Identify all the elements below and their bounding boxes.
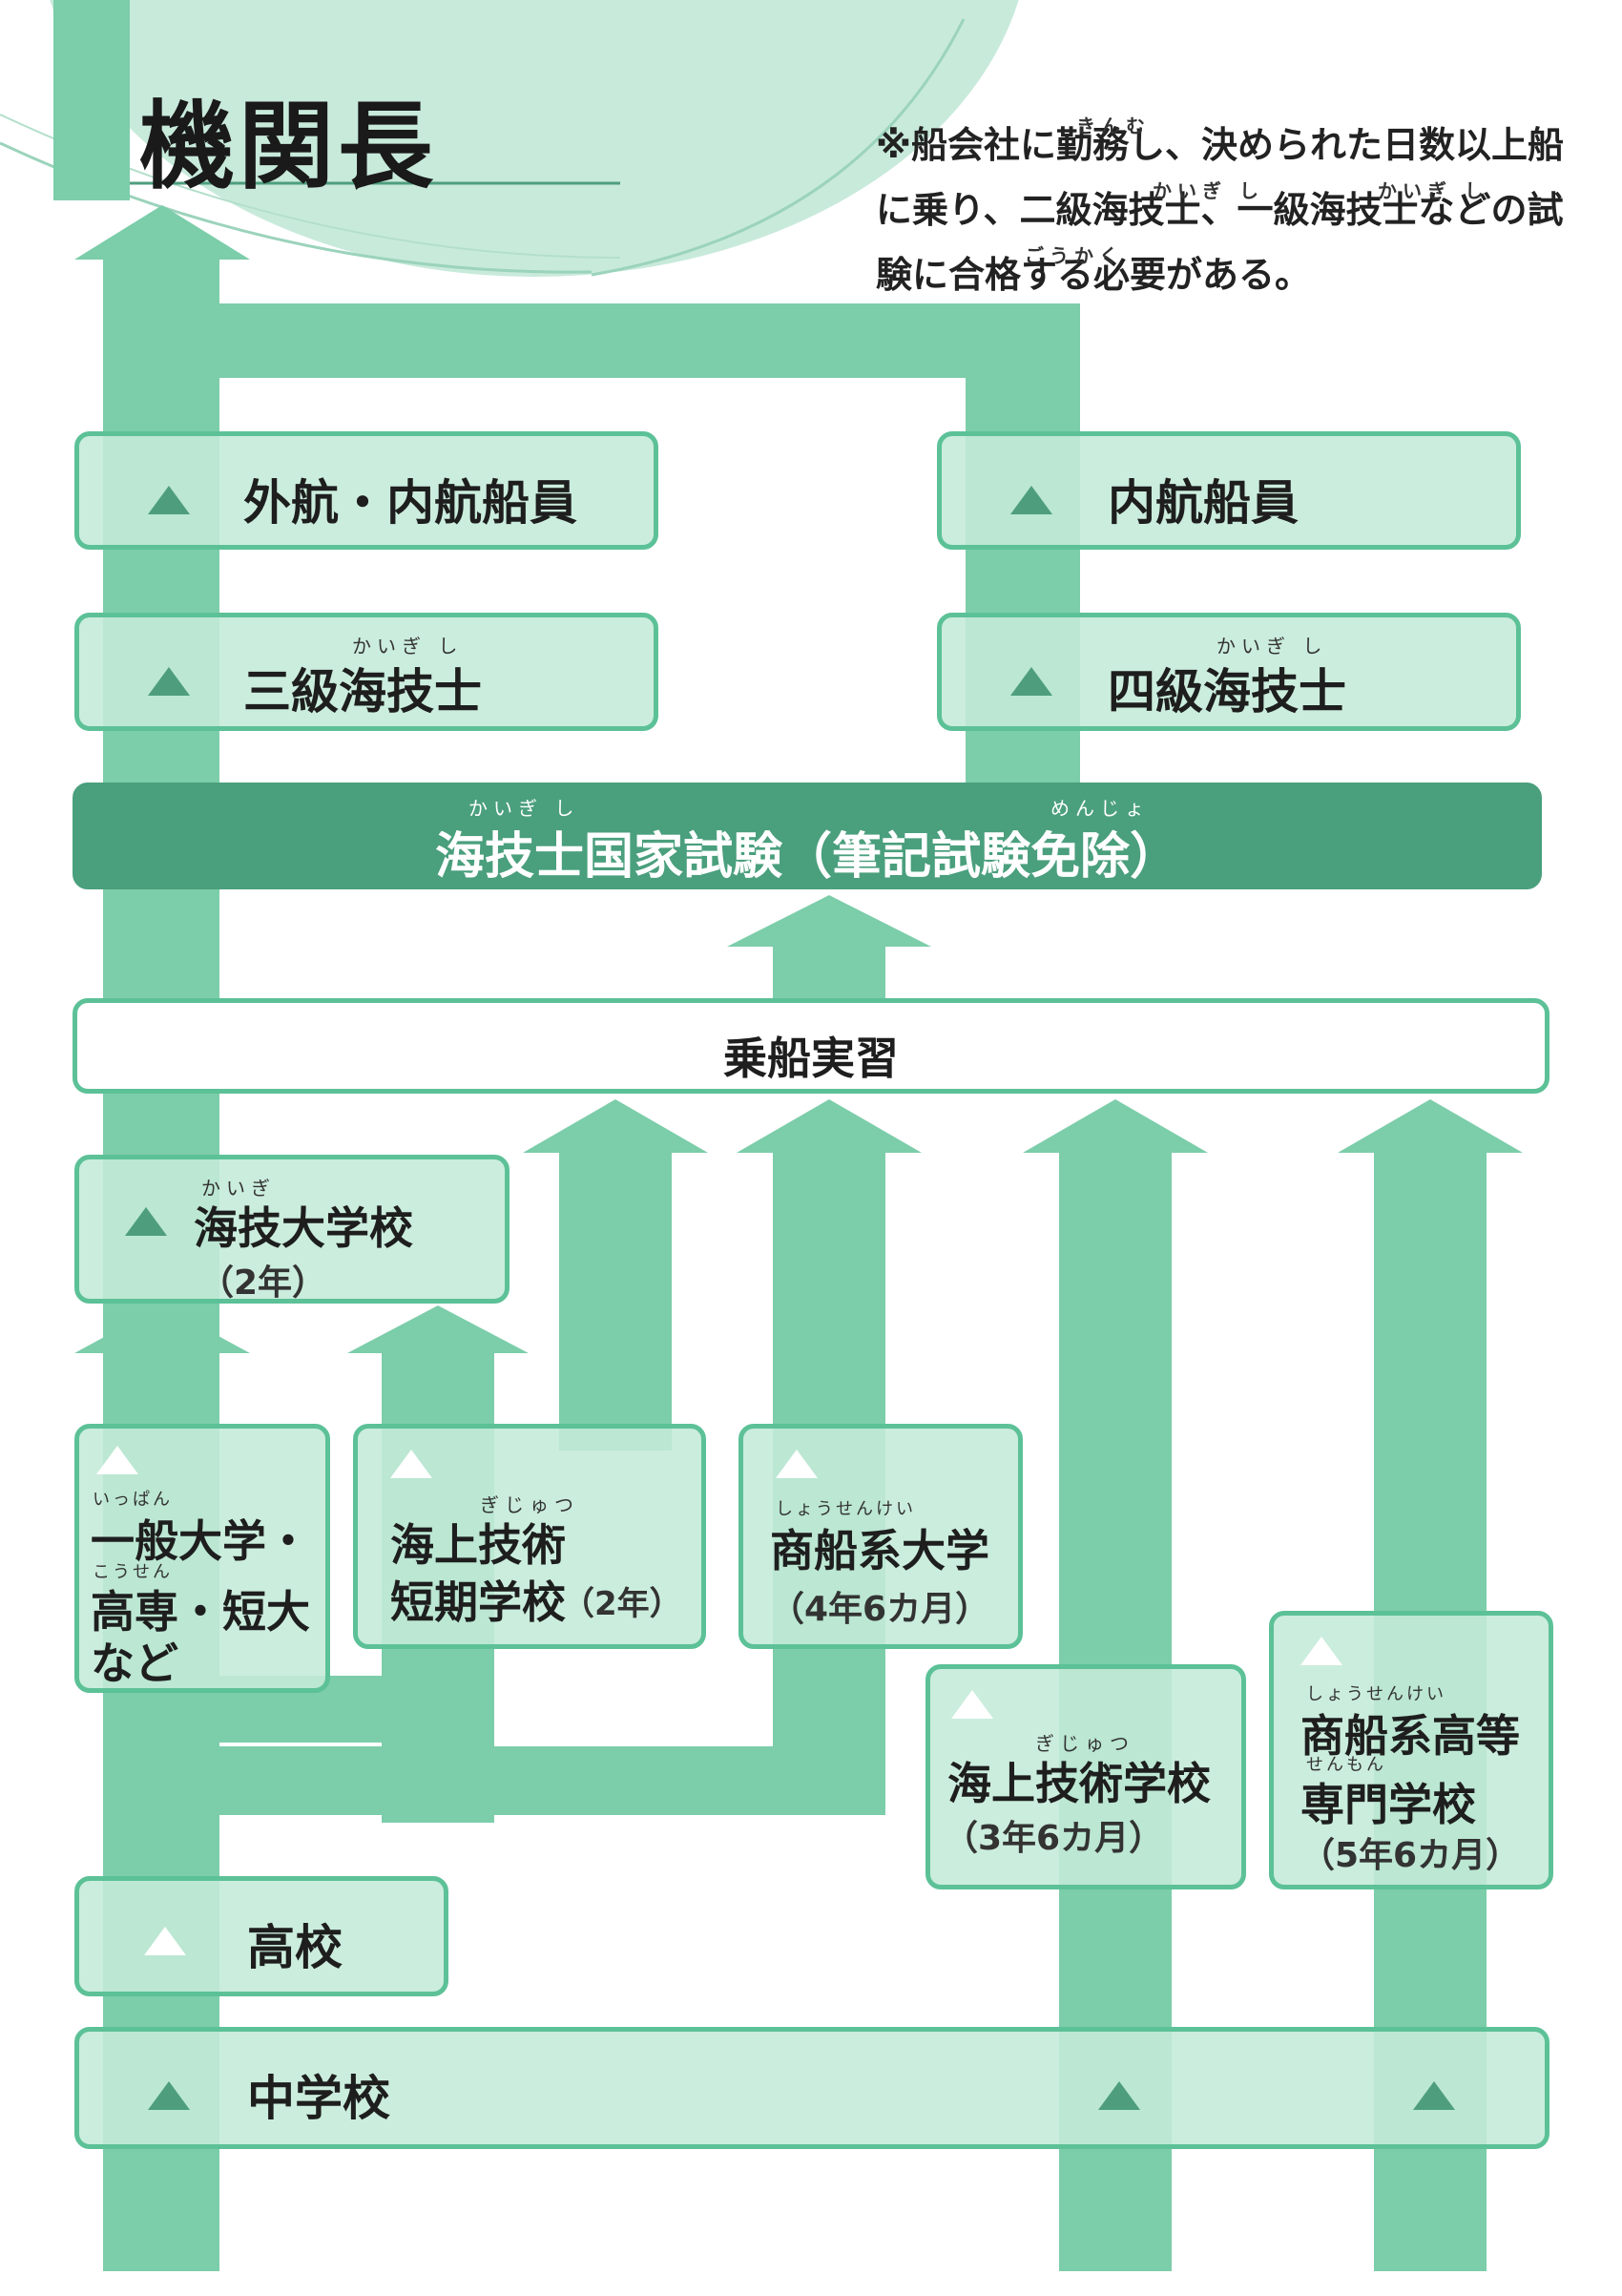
kaigi-daigakko-duration: （2年） xyxy=(199,1263,327,1303)
koukou-label: 高校 xyxy=(247,1920,343,1975)
header-decoration xyxy=(0,0,1019,277)
shousen-koutou-duration: （5年6カ月） xyxy=(1300,1836,1521,1875)
triangle-icon xyxy=(148,2081,190,2110)
kaigi-daigakko-label: 海技大学校 xyxy=(194,1202,413,1254)
ippan-ruby: いっぱん xyxy=(93,1490,173,1510)
koukou-box: 高校 xyxy=(74,1876,448,1996)
naikou-senin-box: 内航船員 xyxy=(937,431,1521,550)
naikou-senin-label: 内航船員 xyxy=(1108,475,1299,531)
note-text: ※船会社に勤務し、決められた日数以上船に乗り、二級海技士、一級海技士などの試験に… xyxy=(876,113,1582,307)
kaijou-gijutsu-tanki-box: ぎじゅつ 海上技術 短期学校 （2年） xyxy=(353,1424,706,1649)
triangle-icon xyxy=(1413,2081,1455,2110)
shousen-daigaku-duration: （4年6カ月） xyxy=(770,1590,990,1629)
triangle-icon xyxy=(148,667,190,696)
gijutsu-gakko-duration: （3年6カ月） xyxy=(944,1819,1164,1858)
note-ruby-kaigishi-2: かいぎ し xyxy=(1378,179,1489,202)
note-ruby-goukaku: ごうかく xyxy=(1025,244,1124,267)
sankyu-ruby: かいぎ し xyxy=(352,635,464,657)
triangle-icon xyxy=(1300,1637,1342,1665)
shousen-koutou-line2: 専門学校 xyxy=(1300,1779,1476,1830)
shousen-daigaku-ruby: しょうせんけい xyxy=(776,1499,916,1519)
triangle-icon xyxy=(148,486,190,514)
yonkyu-kaigishi-box: かいぎ し 四級海技士 xyxy=(937,613,1521,731)
triangle-icon xyxy=(390,1450,432,1478)
senmon-ruby: せんもん xyxy=(1306,1755,1386,1775)
note-ruby-kinmu: きんむ xyxy=(1076,115,1151,137)
kaijou-gijutsu-gakko-box: ぎじゅつ 海上技術学校 （3年6カ月） xyxy=(925,1664,1246,1889)
gaikou-naikou-senin-label: 外航・内航船員 xyxy=(243,475,577,531)
yonkyu-kaigishi-label: 四級海技士 xyxy=(1108,664,1346,720)
kaigi-daigakko-ruby: かいぎ xyxy=(201,1177,276,1200)
tanki-ruby: ぎじゅつ xyxy=(480,1493,579,1516)
kaigi-daigakko-box: かいぎ 海技大学校 （2年） xyxy=(74,1155,509,1304)
tanki-line2: 短期学校 xyxy=(390,1576,566,1628)
kousen-ruby: こうせん xyxy=(93,1562,173,1582)
shousen-koutou-ruby: しょうせんけい xyxy=(1306,1684,1446,1704)
ippan-line3: など xyxy=(91,1638,178,1689)
yonkyu-ruby: かいぎ し xyxy=(1216,635,1328,657)
ippan-line2: 高専・短大 xyxy=(91,1586,310,1638)
jousen-jisshu-label: 乗船実習 xyxy=(723,1033,899,1084)
kaigishi-kokka-shiken-box: かいぎ し めんじょ 海技士国家試験（筆記試験免除） xyxy=(73,783,1542,889)
triangle-icon xyxy=(776,1450,818,1478)
sankyu-kaigishi-box: かいぎ し 三級海技士 xyxy=(74,613,658,731)
gijutsu-gakko-ruby: ぎじゅつ xyxy=(1035,1732,1134,1755)
ippan-line1: 一般大学・ xyxy=(91,1515,310,1567)
gaikou-naikou-senin-box: 外航・内航船員 xyxy=(74,431,658,550)
page-title: 機関長 xyxy=(139,90,437,202)
exam-label: 海技士国家試験（筆記試験免除） xyxy=(434,828,1179,886)
triangle-icon xyxy=(1010,667,1052,696)
sankyu-kaigishi-label: 三級海技士 xyxy=(243,664,482,720)
triangle-icon xyxy=(1010,486,1052,514)
triangle-icon xyxy=(1098,2081,1140,2110)
triangle-icon xyxy=(125,1207,167,1236)
gijutsu-gakko-label: 海上技術学校 xyxy=(947,1758,1211,1809)
shousen-daigaku-label: 商船系大学 xyxy=(770,1525,989,1576)
exam-ruby-kaigishi: かいぎ し xyxy=(468,797,580,820)
triangle-icon xyxy=(951,1690,993,1719)
ippan-daigaku-box: いっぱん 一般大学・ こうせん 高専・短大 など xyxy=(74,1424,330,1693)
chugakko-box: 中学校 xyxy=(74,2027,1549,2149)
shousen-daigaku-box: しょうせんけい 商船系大学 （4年6カ月） xyxy=(738,1424,1023,1649)
triangle-icon xyxy=(144,1927,186,1955)
shousen-koutou-senmon-box: しょうせんけい 商船系高等 せんもん 専門学校 （5年6カ月） xyxy=(1269,1611,1553,1889)
tanki-duration: （2年） xyxy=(562,1585,682,1623)
jousen-jisshu-box: 乗船実習 xyxy=(73,998,1549,1094)
triangle-icon xyxy=(96,1446,138,1474)
chugakko-label: 中学校 xyxy=(247,2071,390,2126)
note-ruby-kaigishi-1: かいぎ し xyxy=(1153,179,1264,202)
exam-ruby-menjo: めんじょ xyxy=(1050,797,1150,820)
tanki-line1: 海上技術 xyxy=(390,1519,566,1571)
shousen-koutou-line1: 商船系高等 xyxy=(1300,1710,1520,1762)
